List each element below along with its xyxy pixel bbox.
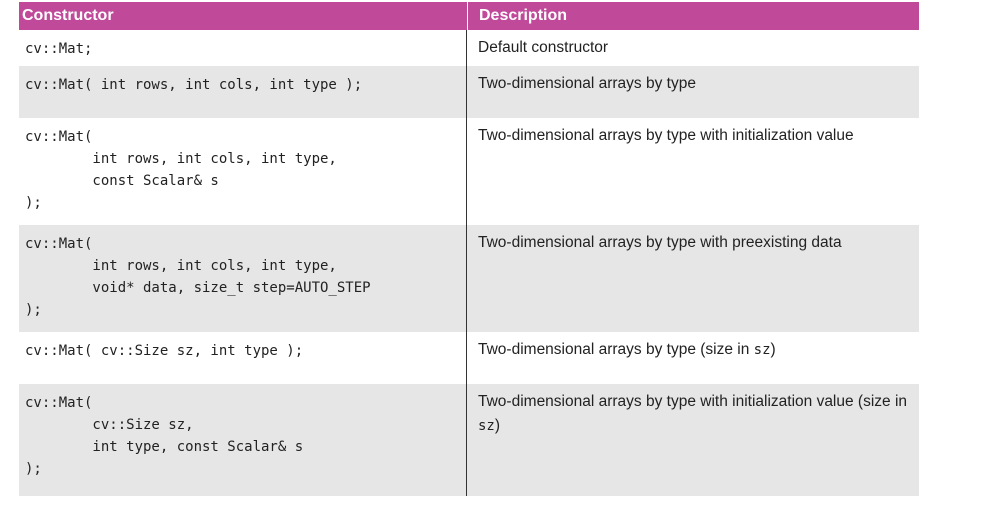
description-code: sz: [753, 342, 771, 358]
description-text: Two-dimensional arrays by type: [478, 75, 696, 92]
constructor-cell: cv::Mat( int rows, int cols, int type );: [19, 66, 467, 118]
table-row: cv::Mat; Default constructor: [19, 30, 919, 66]
header-constructor: Constructor: [22, 7, 114, 24]
constructor-cell: cv::Mat( int rows, int cols, int type, v…: [19, 225, 467, 332]
description-cell: Two-dimensional arrays by type: [467, 66, 919, 118]
constructor-table: Constructor Description cv::Mat; Default…: [19, 2, 919, 496]
description-text: Two-dimensional arrays by type with init…: [478, 393, 908, 410]
constructor-code: cv::Mat;: [25, 41, 93, 57]
table-header: Constructor Description: [19, 2, 919, 30]
description-code: sz: [478, 418, 495, 434]
description-cell: Two-dimensional arrays by type with pree…: [467, 225, 919, 332]
constructor-code: cv::Mat( int rows, int cols, int type, c…: [25, 129, 337, 211]
constructor-cell: cv::Mat( cv::Size sz, int type, const Sc…: [19, 384, 467, 496]
description-suffix: ): [494, 417, 501, 434]
description-suffix: ): [770, 341, 776, 358]
table-row: cv::Mat( int rows, int cols, int type, c…: [19, 118, 919, 225]
description-text: Two-dimensional arrays by type (size in: [478, 341, 754, 358]
description-cell: Default constructor: [467, 30, 919, 66]
constructor-cell: cv::Mat;: [19, 30, 467, 66]
description-text: Two-dimensional arrays by type with pree…: [478, 234, 842, 251]
table-row: cv::Mat( cv::Size sz, int type, const Sc…: [19, 384, 919, 496]
constructor-cell: cv::Mat( cv::Size sz, int type );: [19, 332, 467, 384]
constructor-code: cv::Mat( cv::Size sz, int type );: [25, 343, 304, 359]
constructor-code: cv::Mat( int rows, int cols, int type );: [25, 77, 363, 93]
description-cell: Two-dimensional arrays by type (size in …: [467, 332, 919, 384]
table-row: cv::Mat( int rows, int cols, int type );…: [19, 66, 919, 118]
constructor-code: cv::Mat( int rows, int cols, int type, v…: [25, 236, 371, 318]
constructor-code: cv::Mat( cv::Size sz, int type, const Sc…: [25, 395, 304, 477]
description-cell: Two-dimensional arrays by type with init…: [467, 384, 919, 496]
table-row: cv::Mat( cv::Size sz, int type ); Two-di…: [19, 332, 919, 384]
table-row: cv::Mat( int rows, int cols, int type, v…: [19, 225, 919, 332]
constructor-cell: cv::Mat( int rows, int cols, int type, c…: [19, 118, 467, 225]
description-cell: Two-dimensional arrays by type with init…: [467, 118, 919, 225]
description-text: Default constructor: [478, 39, 609, 56]
header-description: Description: [467, 2, 919, 30]
description-text: Two-dimensional arrays by type with init…: [478, 127, 854, 144]
